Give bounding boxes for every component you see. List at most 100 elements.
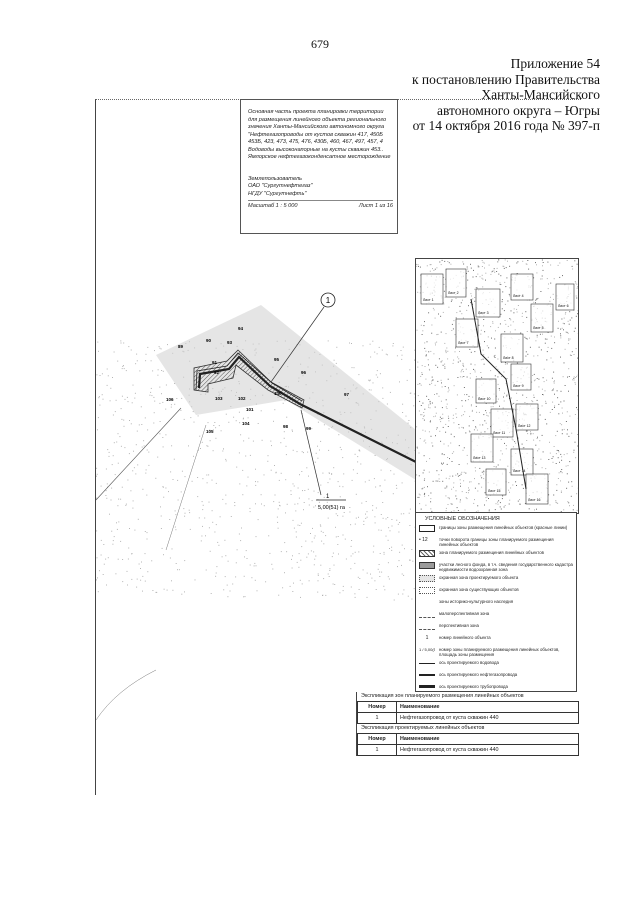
developer-label: Землепользователь	[248, 175, 302, 182]
turn-point-label: 90	[206, 338, 212, 343]
overview-sheet-frame	[420, 273, 444, 305]
zones-table-caption: Экспликация зон планируемого размещения …	[361, 693, 524, 699]
overview-sheet-label: Лист 5	[533, 326, 544, 330]
overview-sheet-label: Лист 12	[518, 424, 531, 428]
overview-sheet-label: Лист 6	[558, 304, 569, 308]
overview-sheet-label: Лист 9	[513, 384, 524, 388]
overview-sheet-label: Лист 1	[423, 298, 434, 302]
overview-sheet-label: Лист 16	[528, 498, 541, 502]
table-header: Номер	[357, 733, 397, 745]
legend-item: ось проектируемого водовода	[419, 660, 573, 669]
turn-point-label: 104	[242, 421, 250, 426]
page-number: 679	[311, 37, 329, 51]
overview-sheet-label: Лист 10	[478, 397, 491, 401]
callout-leader	[270, 306, 325, 383]
zone-boundary	[195, 352, 303, 402]
overview-sheet-frame	[500, 333, 524, 363]
overview-sheet-label: Лист 14	[513, 469, 526, 473]
turn-point-label: 99	[306, 426, 312, 431]
turn-point-label: 105	[206, 429, 214, 434]
survey-line	[165, 424, 207, 551]
overview-sheet-frame	[445, 268, 467, 298]
overview-sheet-frame	[485, 468, 507, 496]
project-line: для размещения линейного объекта региона…	[248, 116, 387, 123]
legend-item: охранная зона проектируемого объекта	[419, 575, 573, 584]
project-line: 453Б, 423, 473, 475, 476, 430Б, 460, 467…	[248, 139, 383, 145]
overview-sheet-frame	[475, 288, 501, 318]
legend-item: участки лесного фонда, в т.ч. сведения г…	[419, 562, 573, 572]
turn-point-label: 89	[178, 344, 184, 349]
table-row: 1 Нефтегазопровод от куста скважин 440	[357, 744, 579, 756]
turn-point-label: 94	[238, 326, 244, 331]
project-line: Ямлорское нефтегазоконденсатное месторож…	[248, 154, 391, 160]
sheet-number: Лист 1 из 16	[358, 203, 393, 209]
project-line: Водоводы высоконапорные на кусты скважин…	[248, 146, 384, 153]
objects-table-caption: Экспликация проектируемых линейных объек…	[361, 725, 485, 731]
table-row: 1 Нефтегазопровод от куста скважин 440	[357, 712, 579, 724]
turn-point-label: 92	[214, 370, 220, 375]
table-header: Наименование	[396, 733, 579, 745]
overview-sheet-frame	[510, 363, 532, 391]
overview-sheet-label: Лист 13	[473, 456, 486, 460]
turn-point-label: 98	[283, 424, 289, 429]
overview-sheet-label: Лист 11	[493, 431, 505, 435]
developer-line: ОАО "Сургутнефтегаз"	[248, 183, 313, 189]
project-line: Основная часть проекта планировки террит…	[248, 109, 384, 115]
overview-sheet-frame	[470, 433, 494, 463]
developer-line: НГДУ "Сургутнефть"	[248, 190, 307, 197]
overview-sheet-frame	[475, 378, 497, 404]
table-cell: 1	[357, 712, 397, 724]
overview-map: Лист 1 Лист 2 Лист 3 Лист 4 Лист 5 Лист 6 Лист…	[415, 258, 579, 514]
overview-sheet-label: Лист 3	[478, 311, 489, 315]
appendix-line: от 14 октября 2016 года № 397-п	[412, 118, 600, 133]
turn-point-label: 91	[212, 360, 218, 365]
appendix-line: Приложение 54	[510, 56, 600, 71]
planned-zone	[193, 349, 305, 409]
project-line: значения Ханты-Мансийского автономного о…	[248, 124, 385, 130]
overview-sheet-label: Лист 8	[503, 356, 514, 360]
pipeline-axis	[197, 355, 416, 463]
legend-item: малоперспективная зона	[419, 611, 573, 620]
overview-sheet-label: Лист 4	[513, 294, 524, 298]
appendix-line: к постановлению Правительства	[411, 71, 600, 87]
turn-point-label: 97	[344, 392, 350, 397]
overview-sheet-label: Лист 2	[448, 291, 459, 295]
overview-sheet-label: Лист 7	[458, 341, 469, 345]
appendix-line: Ханты-Мансийского	[481, 87, 600, 102]
turn-point-label: 100	[274, 391, 282, 396]
overview-sheet-frame	[490, 408, 514, 438]
legend-item: охранная зона существующих объектов	[419, 587, 573, 596]
turn-point-label: 103	[215, 396, 223, 401]
overview-sheet-label: Лист 15	[488, 489, 501, 493]
map-scale: Масштаб 1 : 5 000	[248, 203, 298, 209]
leader-line	[300, 409, 322, 496]
table-cell: Нефтегазопровод от куста скважин 440	[396, 744, 579, 756]
overview-sheet-frame	[510, 273, 534, 301]
explication-tables: Экспликация зон планируемого размещения …	[356, 692, 579, 756]
zones-table: Номер Наименование 1 Нефтегазопровод от …	[357, 701, 579, 724]
turn-point-label: 102	[238, 396, 246, 401]
legend-item: ось проектируемого нефтегазопровода	[419, 672, 573, 681]
overview-sheet-frame	[530, 303, 554, 333]
turn-point-label: 95	[274, 357, 280, 362]
legend-item: перспективная зона	[419, 623, 573, 632]
table-header: Наименование	[396, 701, 579, 713]
area-zone-number: 1	[326, 494, 330, 500]
turn-point-label: 106	[166, 397, 174, 402]
survey-line	[96, 407, 182, 501]
legend-title: УСЛОВНЫЕ ОБОЗНАЧЕНИЯ	[425, 516, 500, 522]
appendix-heading: Приложение 54 к постановлению Правительс…	[320, 56, 600, 134]
overview-pipeline	[470, 298, 527, 490]
object-number-label: 1	[326, 296, 331, 305]
turn-point-label: 101	[246, 407, 254, 412]
overview-sheet-frame	[455, 318, 479, 348]
legend-item: зона планируемого размещения линейных об…	[419, 550, 573, 559]
legend-item: зоны историко-культурного наследия	[439, 599, 514, 604]
turn-point-label: 93	[227, 340, 233, 345]
area-value: 5,00(51) га	[318, 505, 346, 511]
legend-item: 1 / 5,00(51)номер зоны планируемого разм…	[419, 647, 560, 657]
appendix-line: автономного округа – Югры	[437, 102, 600, 118]
